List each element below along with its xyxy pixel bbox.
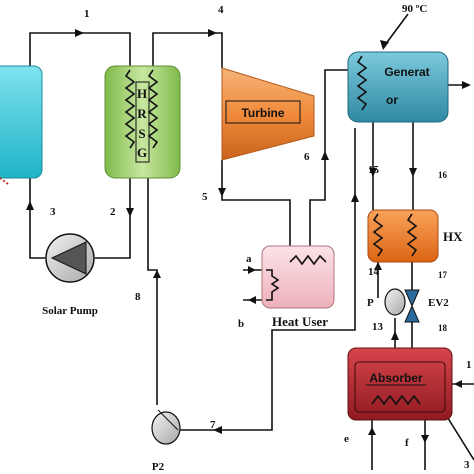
- hx-label: HX: [443, 229, 463, 244]
- state-3: 3: [50, 206, 56, 218]
- state-1: 1: [84, 8, 90, 20]
- stream-f: f: [405, 437, 409, 449]
- hrsg-letter-s: S: [138, 126, 145, 141]
- solar-pump-label: Solar Pump: [42, 305, 98, 317]
- generator: Generat or: [347, 51, 449, 123]
- pump-p: [384, 288, 406, 316]
- state-14: 14: [368, 266, 380, 278]
- hrsg-letter-h: H: [137, 86, 147, 101]
- generator-label-line2: or: [386, 93, 398, 107]
- state-2: 2: [110, 206, 116, 218]
- turbine-label: Turbine: [241, 106, 284, 120]
- ev2-label: EV2: [428, 297, 449, 309]
- state-8: 8: [135, 291, 141, 303]
- state-7: 7: [210, 419, 216, 431]
- state-15: 15: [368, 164, 380, 176]
- state-edge-3: 3: [464, 459, 470, 471]
- state-18: 18: [438, 323, 448, 333]
- generator-label-line1: Generat: [384, 65, 429, 79]
- solar-pump: [45, 233, 95, 283]
- pump-p2: [151, 409, 181, 445]
- solar-input-arrow: [0, 177, 9, 185]
- absorber-label: Absorber: [369, 371, 423, 385]
- p2-label: P2: [152, 461, 165, 473]
- state-13: 13: [372, 321, 384, 333]
- state-4: 4: [218, 4, 224, 16]
- pump-p-label: P: [367, 297, 374, 309]
- stream-a: a: [246, 253, 252, 265]
- hrsg-letter-r: R: [137, 106, 147, 121]
- stream-e: e: [344, 433, 349, 445]
- generator-temperature: 90 ºC: [402, 3, 427, 15]
- state-labels: 1 2 3 4 5 6 7 8 13 14 15 16 17 18 a b e …: [50, 4, 472, 471]
- hrsg-letter-g: G: [137, 145, 147, 160]
- state-16: 16: [438, 170, 448, 180]
- solar-collector: [0, 65, 43, 179]
- expansion-valve-ev2: [404, 289, 420, 323]
- heat-user: Heat User: [261, 245, 335, 329]
- state-6: 6: [304, 151, 310, 163]
- heat-exchanger: HX: [367, 209, 463, 263]
- state-edge-1: 1: [466, 359, 472, 371]
- turbine: Turbine: [221, 67, 315, 161]
- state-5: 5: [202, 191, 208, 203]
- absorber: Absorber: [347, 347, 453, 421]
- state-17: 17: [438, 270, 448, 280]
- stream-b: b: [238, 318, 244, 330]
- flow-arrows: [26, 29, 471, 443]
- hrsg: H R S G: [104, 65, 181, 179]
- heat-user-label: Heat User: [272, 314, 328, 329]
